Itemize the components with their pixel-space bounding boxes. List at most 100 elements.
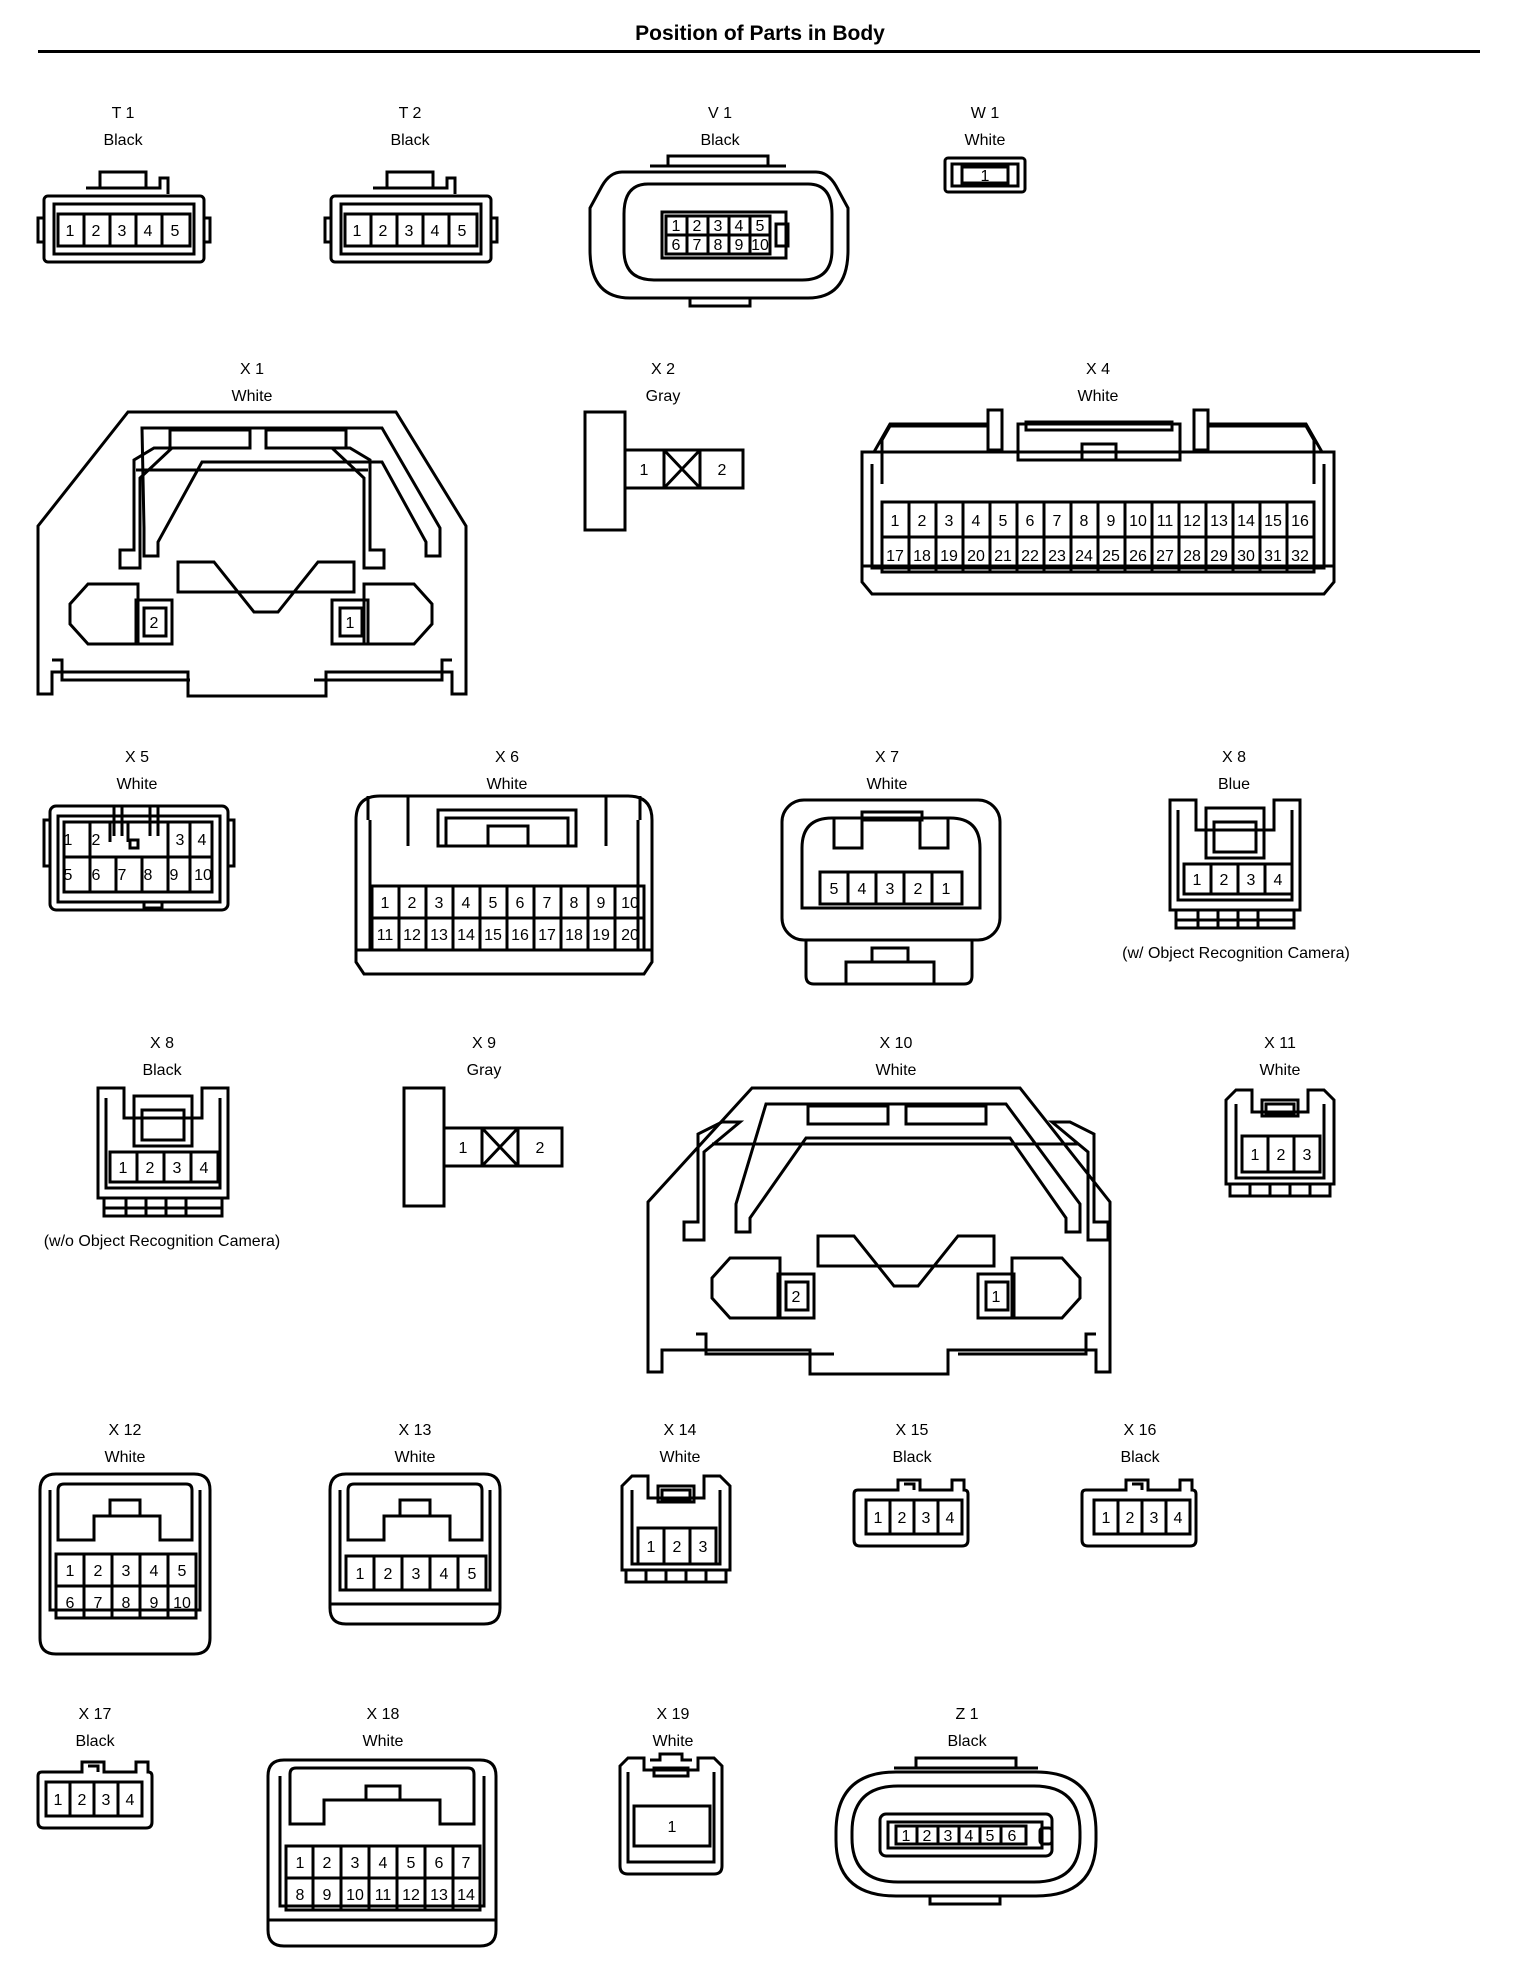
connector-x1-color: White bbox=[232, 388, 273, 405]
connector-z1: Z 1 Black bbox=[834, 1706, 1098, 1906]
connector-x15: X 15 Black bbox=[852, 1422, 970, 1548]
connector-t2: T 2 Black bbox=[323, 105, 499, 264]
svg-text:7: 7 bbox=[118, 867, 127, 884]
pin-numbers: 1 2 3 4 5 1 2 3 4 5 1 2 3 4 5 6 7 8 9 10… bbox=[54, 168, 1312, 1904]
svg-text:1: 1 bbox=[992, 1289, 1001, 1306]
connector-x8-black: X 8 Black (w/o Object Recognition Camera… bbox=[44, 1035, 281, 1250]
connector-x12-name: X 12 bbox=[109, 1422, 142, 1439]
svg-text:2: 2 bbox=[673, 1539, 682, 1556]
svg-text:2: 2 bbox=[379, 223, 388, 240]
svg-text:4: 4 bbox=[858, 881, 867, 898]
svg-text:10: 10 bbox=[1129, 513, 1147, 530]
svg-text:3: 3 bbox=[351, 1855, 360, 1872]
svg-text:2: 2 bbox=[898, 1510, 907, 1527]
svg-text:1: 1 bbox=[66, 1563, 75, 1580]
connector-t1: T 1 Black bbox=[36, 105, 212, 264]
svg-text:2: 2 bbox=[92, 832, 101, 849]
svg-text:10: 10 bbox=[751, 237, 769, 254]
svg-text:1: 1 bbox=[981, 168, 990, 185]
svg-text:3: 3 bbox=[435, 895, 444, 912]
svg-text:7: 7 bbox=[543, 895, 552, 912]
svg-text:2: 2 bbox=[384, 1566, 393, 1583]
svg-text:5: 5 bbox=[999, 513, 1008, 530]
svg-text:19: 19 bbox=[940, 548, 958, 565]
connector-x11-color: White bbox=[1260, 1062, 1301, 1079]
svg-text:9: 9 bbox=[323, 1887, 332, 1904]
connector-x17: X 17 Black bbox=[36, 1706, 154, 1830]
svg-text:16: 16 bbox=[511, 927, 529, 944]
svg-text:2: 2 bbox=[536, 1140, 545, 1157]
svg-text:14: 14 bbox=[457, 1887, 475, 1904]
svg-text:4: 4 bbox=[198, 832, 207, 849]
connector-w1-color: White bbox=[965, 132, 1006, 149]
connector-x18-name: X 18 bbox=[367, 1706, 400, 1723]
svg-text:31: 31 bbox=[1264, 548, 1282, 565]
connector-x11-name: X 11 bbox=[1264, 1035, 1296, 1052]
svg-text:2: 2 bbox=[146, 1160, 155, 1177]
svg-text:2: 2 bbox=[718, 462, 727, 479]
svg-text:2: 2 bbox=[92, 223, 101, 240]
connector-x8-blue-name: X 8 bbox=[1222, 749, 1246, 766]
connector-x14: X 14 White bbox=[620, 1422, 732, 1584]
svg-text:4: 4 bbox=[379, 1855, 388, 1872]
connector-x16-name: X 16 bbox=[1124, 1422, 1157, 1439]
svg-text:2: 2 bbox=[94, 1563, 103, 1580]
connector-x6: X 6 White bbox=[354, 749, 654, 976]
svg-text:20: 20 bbox=[967, 548, 985, 565]
connector-w1-name: W 1 bbox=[971, 105, 1000, 122]
connector-x11: X 11 White bbox=[1224, 1035, 1336, 1198]
svg-text:1: 1 bbox=[296, 1855, 305, 1872]
svg-text:26: 26 bbox=[1129, 548, 1147, 565]
connector-t2-color: Black bbox=[390, 132, 430, 149]
svg-text:30: 30 bbox=[1237, 548, 1255, 565]
connector-x5-color: White bbox=[117, 776, 158, 793]
svg-text:28: 28 bbox=[1183, 548, 1201, 565]
svg-text:6: 6 bbox=[1026, 513, 1035, 530]
svg-text:1: 1 bbox=[891, 513, 900, 530]
svg-text:4: 4 bbox=[1174, 1510, 1183, 1527]
svg-text:9: 9 bbox=[170, 867, 179, 884]
connector-x4-name: X 4 bbox=[1086, 361, 1110, 378]
connector-x10: X 10 White bbox=[646, 1035, 1112, 1376]
svg-text:11: 11 bbox=[377, 927, 394, 944]
connector-x1-name: X 1 bbox=[240, 361, 264, 378]
svg-text:3: 3 bbox=[1150, 1510, 1159, 1527]
connector-x10-color: White bbox=[876, 1062, 917, 1079]
svg-text:12: 12 bbox=[403, 927, 421, 944]
svg-text:4: 4 bbox=[431, 223, 440, 240]
connector-t2-name: T 2 bbox=[399, 105, 422, 122]
svg-text:4: 4 bbox=[946, 1510, 955, 1527]
connector-x8-blue-note: (w/ Object Recognition Camera) bbox=[1122, 945, 1350, 962]
svg-text:3: 3 bbox=[118, 223, 127, 240]
svg-text:3: 3 bbox=[405, 223, 414, 240]
svg-text:1: 1 bbox=[668, 1819, 677, 1836]
connector-x8-black-name: X 8 bbox=[150, 1035, 174, 1052]
svg-text:4: 4 bbox=[735, 218, 744, 235]
svg-text:11: 11 bbox=[1157, 513, 1174, 530]
svg-text:3: 3 bbox=[102, 1792, 111, 1809]
svg-text:1: 1 bbox=[64, 832, 73, 849]
connector-x7-name: X 7 bbox=[875, 749, 899, 766]
connector-w1: W 1 White bbox=[943, 105, 1027, 194]
svg-text:21: 21 bbox=[994, 548, 1012, 565]
svg-text:4: 4 bbox=[126, 1792, 135, 1809]
svg-text:3: 3 bbox=[922, 1510, 931, 1527]
svg-text:9: 9 bbox=[735, 237, 744, 254]
connector-x12: X 12 White bbox=[38, 1422, 212, 1656]
svg-text:1: 1 bbox=[353, 223, 362, 240]
svg-text:1: 1 bbox=[874, 1510, 883, 1527]
svg-text:2: 2 bbox=[150, 615, 159, 632]
svg-text:24: 24 bbox=[1075, 548, 1093, 565]
svg-text:9: 9 bbox=[150, 1595, 159, 1612]
svg-text:13: 13 bbox=[430, 1887, 448, 1904]
svg-text:2: 2 bbox=[1220, 872, 1229, 889]
svg-text:6: 6 bbox=[672, 237, 681, 254]
connector-x8-black-note: (w/o Object Recognition Camera) bbox=[44, 1233, 281, 1250]
connector-x13: X 13 White bbox=[328, 1422, 502, 1626]
connector-x9: X 9 Gray bbox=[402, 1035, 564, 1208]
svg-text:3: 3 bbox=[699, 1539, 708, 1556]
svg-text:20: 20 bbox=[621, 927, 639, 944]
connector-x7: X 7 White bbox=[780, 749, 1002, 986]
svg-text:7: 7 bbox=[693, 237, 702, 254]
